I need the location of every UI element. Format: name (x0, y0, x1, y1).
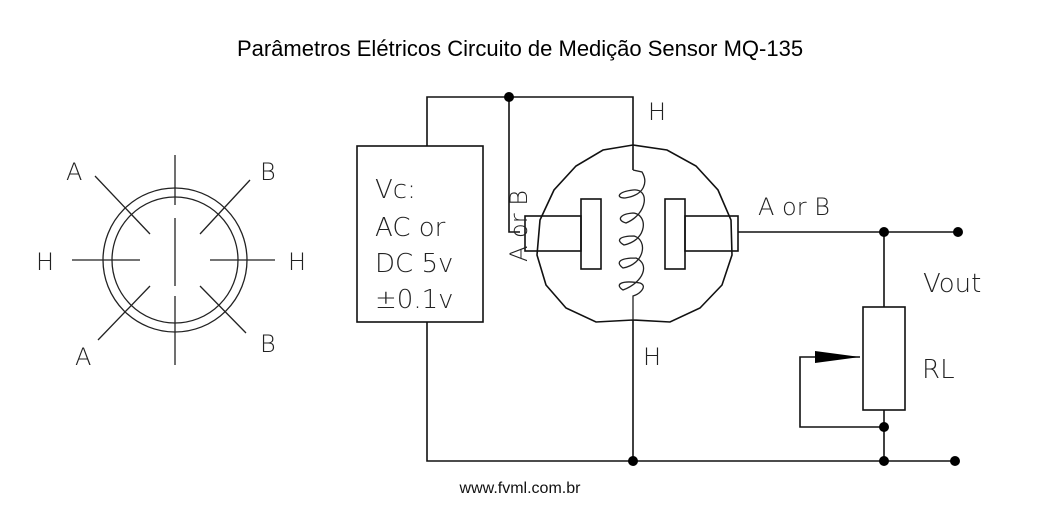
wire-wiper (799, 356, 884, 428)
supply-line-1: Vc: (375, 175, 416, 205)
right-electrode-plate (664, 198, 686, 270)
source-watermark: www.fvml.com.br (459, 480, 581, 497)
heater-coil (618, 169, 646, 320)
wire-to-left-electrode (508, 97, 520, 233)
supply-line-4: ±0.1v (375, 285, 454, 315)
supply-box (356, 145, 484, 323)
vout-label: Vout (923, 269, 981, 299)
wire-top (426, 96, 634, 146)
pin-a-bottom (97, 285, 151, 341)
heater-label-bottom: H (643, 343, 661, 371)
junctions (504, 92, 963, 466)
pin-b-top (199, 179, 251, 235)
rl-body (862, 306, 906, 411)
junction-heater-bottom (628, 456, 638, 466)
heater-label-top: H (648, 98, 666, 126)
pin-label-a-bottom: A (75, 343, 91, 371)
power-supply: Vc: AC or DC 5v ±0.1v (356, 145, 484, 323)
pin-label-h-left: H (36, 248, 54, 276)
pin-label-a-top: A (66, 158, 82, 186)
terminal-vout-positive (953, 227, 963, 237)
pin-label-b-bottom: B (260, 330, 276, 358)
junction-top (504, 92, 514, 102)
wiper-arrow-icon (815, 351, 860, 363)
sensor-pinout: A B H H A B (36, 155, 306, 371)
pin-b-bottom (199, 285, 247, 334)
supply-line-3: DC 5v (375, 249, 453, 279)
right-electrode-label: A or B (758, 193, 830, 221)
load-resistor: RL Vout (815, 269, 981, 411)
left-electrode-plate (580, 198, 602, 270)
mq135-sensor: H H A or B A or B (505, 98, 830, 371)
terminal-vout-ground (950, 456, 960, 466)
wires (426, 96, 958, 462)
left-electrode-lead (524, 215, 582, 252)
right-electrode-lead (684, 215, 739, 252)
left-electrode-label: A or B (505, 190, 533, 262)
wire-bottom (426, 322, 958, 462)
pin-label-b-top: B (260, 158, 276, 186)
pin-a-top (94, 175, 151, 235)
pin-label-h-right: H (288, 248, 306, 276)
junction-rl-top (879, 227, 889, 237)
junction-wiper (879, 422, 889, 432)
rl-label: RL (922, 355, 955, 385)
diagram-title: Parâmetros Elétricos Circuito de Medição… (236, 36, 804, 61)
supply-line-2: AC or (375, 213, 446, 243)
junction-rl-bottom (879, 456, 889, 466)
